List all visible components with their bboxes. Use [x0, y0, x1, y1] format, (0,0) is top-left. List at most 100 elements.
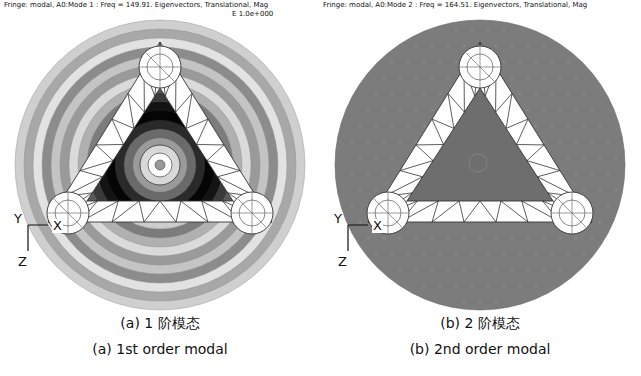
support-pad	[551, 192, 593, 234]
mesh-dot	[423, 93, 425, 95]
mesh-dot	[519, 253, 521, 255]
mesh-dot	[431, 237, 433, 239]
caption-en: (a) 1st order modal	[92, 342, 227, 357]
mesh-dot	[495, 269, 497, 271]
mesh-dot	[551, 253, 553, 255]
mesh-dot	[599, 221, 601, 223]
mesh-dot	[407, 61, 409, 63]
mesh-dot	[575, 173, 577, 175]
mesh-dot	[527, 269, 529, 271]
mesh-dot	[455, 61, 457, 63]
mesh-dot	[455, 29, 457, 31]
mesh-dot	[551, 61, 553, 63]
mesh-dot	[471, 29, 473, 31]
support-pad	[231, 192, 273, 234]
mesh-dot	[535, 93, 537, 95]
mesh-dot	[431, 109, 433, 111]
mesh-dot	[559, 237, 561, 239]
fringe-ring	[42, 47, 278, 283]
support-pad	[231, 192, 273, 234]
mesh-dot	[543, 109, 545, 111]
fringe-ring	[133, 138, 187, 192]
mesh-dot	[567, 61, 569, 63]
mesh-dot	[399, 269, 401, 271]
axis-label: Y	[13, 212, 23, 226]
mesh-dot	[407, 253, 409, 255]
support-pad	[47, 192, 89, 234]
mesh-dot	[551, 125, 553, 127]
mesh-dot	[495, 45, 497, 47]
mesh-dot	[415, 45, 417, 47]
caption-en: (b) 2nd order modal	[410, 342, 551, 357]
mesh-dot	[399, 109, 401, 111]
mesh-dot	[559, 77, 561, 79]
axis-label: Y	[333, 212, 343, 226]
mesh-dot	[543, 77, 545, 79]
mesh-dot	[367, 237, 369, 239]
mesh-dot	[535, 253, 537, 255]
mesh-dot	[367, 109, 369, 111]
mesh-dot	[399, 237, 401, 239]
mesh-dot	[559, 269, 561, 271]
mesh-dot	[559, 109, 561, 111]
support-pad	[367, 192, 409, 234]
mesh-dot	[447, 77, 449, 79]
mesh-dot	[535, 125, 537, 127]
mesh-dot	[423, 125, 425, 127]
axis-label: X	[372, 219, 383, 233]
mesh-dot	[463, 301, 465, 303]
mesh-dot	[431, 269, 433, 271]
support-pad	[459, 46, 501, 88]
mesh-dot	[391, 61, 393, 63]
mesh-dot	[487, 253, 489, 255]
mesh-dot	[511, 45, 513, 47]
mesh-dot	[423, 285, 425, 287]
mesh-dot	[367, 173, 369, 175]
axis-label: Z	[337, 255, 348, 269]
mesh-dot	[519, 285, 521, 287]
mesh-dot	[543, 269, 545, 271]
mesh-dot	[351, 173, 353, 175]
caption-cn: (b) 2 阶模态	[440, 316, 520, 331]
mesh-dot	[583, 125, 585, 127]
mesh-dot	[487, 285, 489, 287]
mesh-dot	[455, 253, 457, 255]
mesh-dot	[415, 77, 417, 79]
mesh-dot	[407, 125, 409, 127]
mesh-dot	[591, 237, 593, 239]
axis-label: Z	[17, 255, 28, 269]
mesh-dot	[519, 61, 521, 63]
plot-header: Fringe: modal, A0:Mode 2 : Freq = 164.51…	[323, 2, 587, 10]
center-hub	[148, 153, 172, 177]
mesh-dot	[447, 45, 449, 47]
mesh-dot	[383, 173, 385, 175]
scale-note: E 1.0e+000	[232, 11, 273, 19]
center-hub	[140, 145, 180, 185]
mesh-dot	[471, 285, 473, 287]
mesh-dot	[519, 93, 521, 95]
mesh-dot	[599, 125, 601, 127]
mesh-dot	[367, 141, 369, 143]
mesh-dot	[567, 93, 569, 95]
mesh-dot	[479, 237, 481, 239]
mesh-dot	[503, 285, 505, 287]
mesh-dot	[495, 237, 497, 239]
plot-header: Fringe: modal, A0:Mode 1 : Freq = 149.91…	[4, 2, 268, 10]
mesh-dot	[479, 269, 481, 271]
mesh-dot	[351, 205, 353, 207]
mesh-dot	[439, 285, 441, 287]
mesh-dot	[463, 237, 465, 239]
mesh-dot	[431, 45, 433, 47]
support-pad	[47, 192, 89, 234]
mesh-dot	[375, 189, 377, 191]
mesh-dot	[495, 301, 497, 303]
mesh-dot	[575, 77, 577, 79]
mesh-dot	[431, 77, 433, 79]
mesh-dot	[527, 77, 529, 79]
mesh-dot	[407, 93, 409, 95]
mesh-dot	[503, 61, 505, 63]
axis-label: X	[52, 219, 63, 233]
mesh-dot	[607, 173, 609, 175]
mesh-dot	[511, 77, 513, 79]
mesh-dot	[375, 253, 377, 255]
